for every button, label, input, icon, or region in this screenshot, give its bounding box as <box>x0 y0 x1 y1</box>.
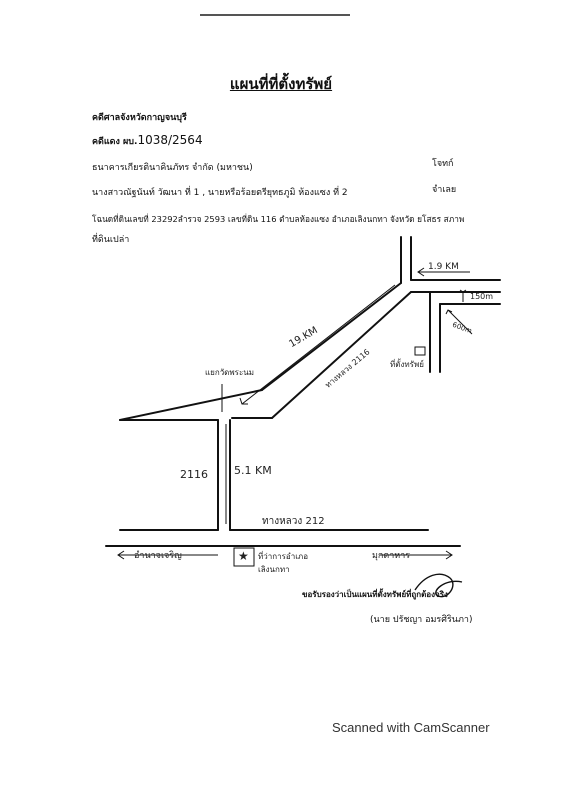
defendant-names: นางสาวณัฐนันท์ วัฒนา ที่ 1 , นายหรือร้อย… <box>92 188 348 198</box>
dist-150-label: 150m <box>470 292 494 301</box>
scan-edge-line <box>200 14 350 16</box>
dist-51-label: 5.1 KM <box>234 464 272 477</box>
to-right-label: มุกดาหาร <box>372 551 411 561</box>
case-number: 1038/2564 <box>137 133 203 147</box>
defendant-role: จำเลย <box>432 185 457 195</box>
road-2116-label: 2116 <box>180 468 208 481</box>
case-prefix: คดีแดง ผบ. <box>92 137 138 147</box>
land-condition: ที่ดินเปล่า <box>92 235 130 245</box>
plaintiff-name: ธนาคารเกียรตินาคินภัทร จำกัด (มหาชน) <box>92 163 253 173</box>
junction-label: แยกวัดพระนม <box>205 368 254 377</box>
scanner-watermark: Scanned with CamScanner <box>332 720 490 735</box>
plaintiff-role: โจทก์ <box>432 159 454 169</box>
property-label: ที่ตั้งทรัพย์ <box>390 360 424 369</box>
case-number-line: คดีแดง ผบ.1038/2564 <box>92 133 203 148</box>
certify-text: ขอรับรองว่าเป็นแผนที่ตั้งทรัพย์ที่ถูกต้อ… <box>302 590 448 599</box>
star-icon: ★ <box>238 549 249 563</box>
page-title: แผนที่ที่ตั้งทรัพย์ <box>229 75 333 93</box>
dist-top-label: 1.9 KM <box>428 262 459 272</box>
district-office-label: ที่ว่าการอำเภอ เลิงนกทา <box>258 552 308 574</box>
signer-name: (นาย ปรัชญา อมรศิรินภา) <box>370 615 473 625</box>
deed-line: โฉนดที่ดินเลขที่ 23292ลำรวจ 2593 เลขที่ด… <box>92 214 465 224</box>
to-left-label: อำนาจเจริญ <box>134 551 182 561</box>
road-212-label: ทางหลวง 212 <box>262 516 325 527</box>
court-name: คดีศาลจังหวัดกาญจนบุรี <box>92 113 187 123</box>
